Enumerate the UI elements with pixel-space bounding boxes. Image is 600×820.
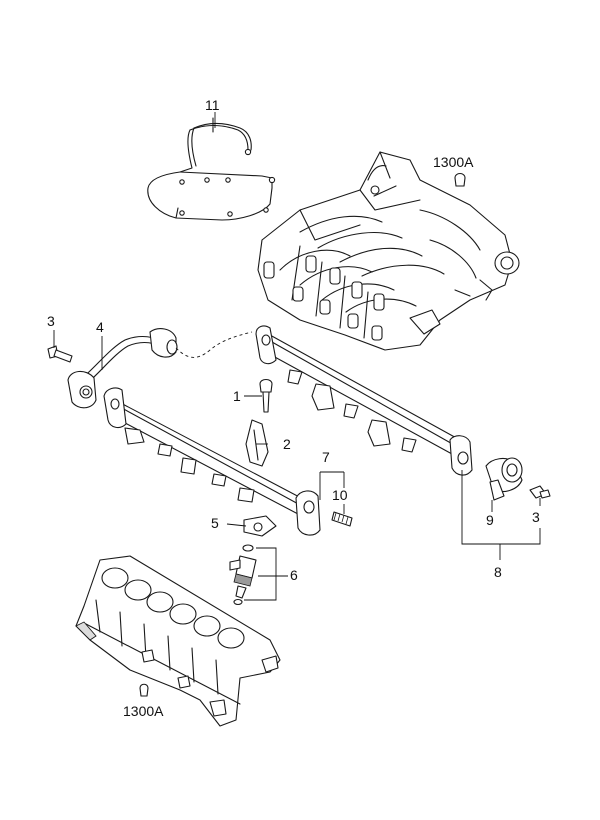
label-part-6: 6	[290, 567, 298, 583]
label-part-10: 10	[332, 487, 348, 503]
bolt-1	[259, 378, 273, 413]
pressure-regulator-9	[485, 457, 523, 501]
label-part-1: 1	[233, 388, 241, 404]
fuel-rail-right	[255, 325, 473, 476]
leader-lines	[53, 112, 541, 601]
bolt-1300a-bottom	[139, 683, 149, 697]
fuel-rail-left	[103, 387, 321, 536]
bolt-1300a-top	[454, 172, 466, 187]
label-part-9: 9	[486, 512, 494, 528]
bolt-3-right	[529, 485, 551, 499]
label-ref-1300a-top: 1300A	[433, 154, 474, 170]
label-part-4: 4	[96, 319, 104, 335]
label-part-3-left: 3	[47, 313, 55, 329]
clip-5	[243, 515, 277, 537]
bracket-2	[245, 419, 269, 467]
label-part-7: 7	[322, 449, 330, 465]
vacuum-hose-11	[147, 117, 276, 221]
label-part-8: 8	[494, 564, 502, 580]
fuel-pipe-4	[67, 328, 253, 409]
upper-intake-manifold	[257, 151, 520, 351]
fitting-10	[331, 511, 353, 527]
label-part-2: 2	[283, 436, 291, 452]
injector-6	[229, 544, 257, 606]
label-ref-1300a-bottom: 1300A	[123, 703, 164, 719]
label-part-3-right: 3	[532, 509, 540, 525]
bolt-3-left	[47, 345, 73, 363]
label-part-11: 11	[205, 97, 220, 113]
lower-intake-manifold	[75, 555, 281, 727]
label-part-5: 5	[211, 515, 219, 531]
